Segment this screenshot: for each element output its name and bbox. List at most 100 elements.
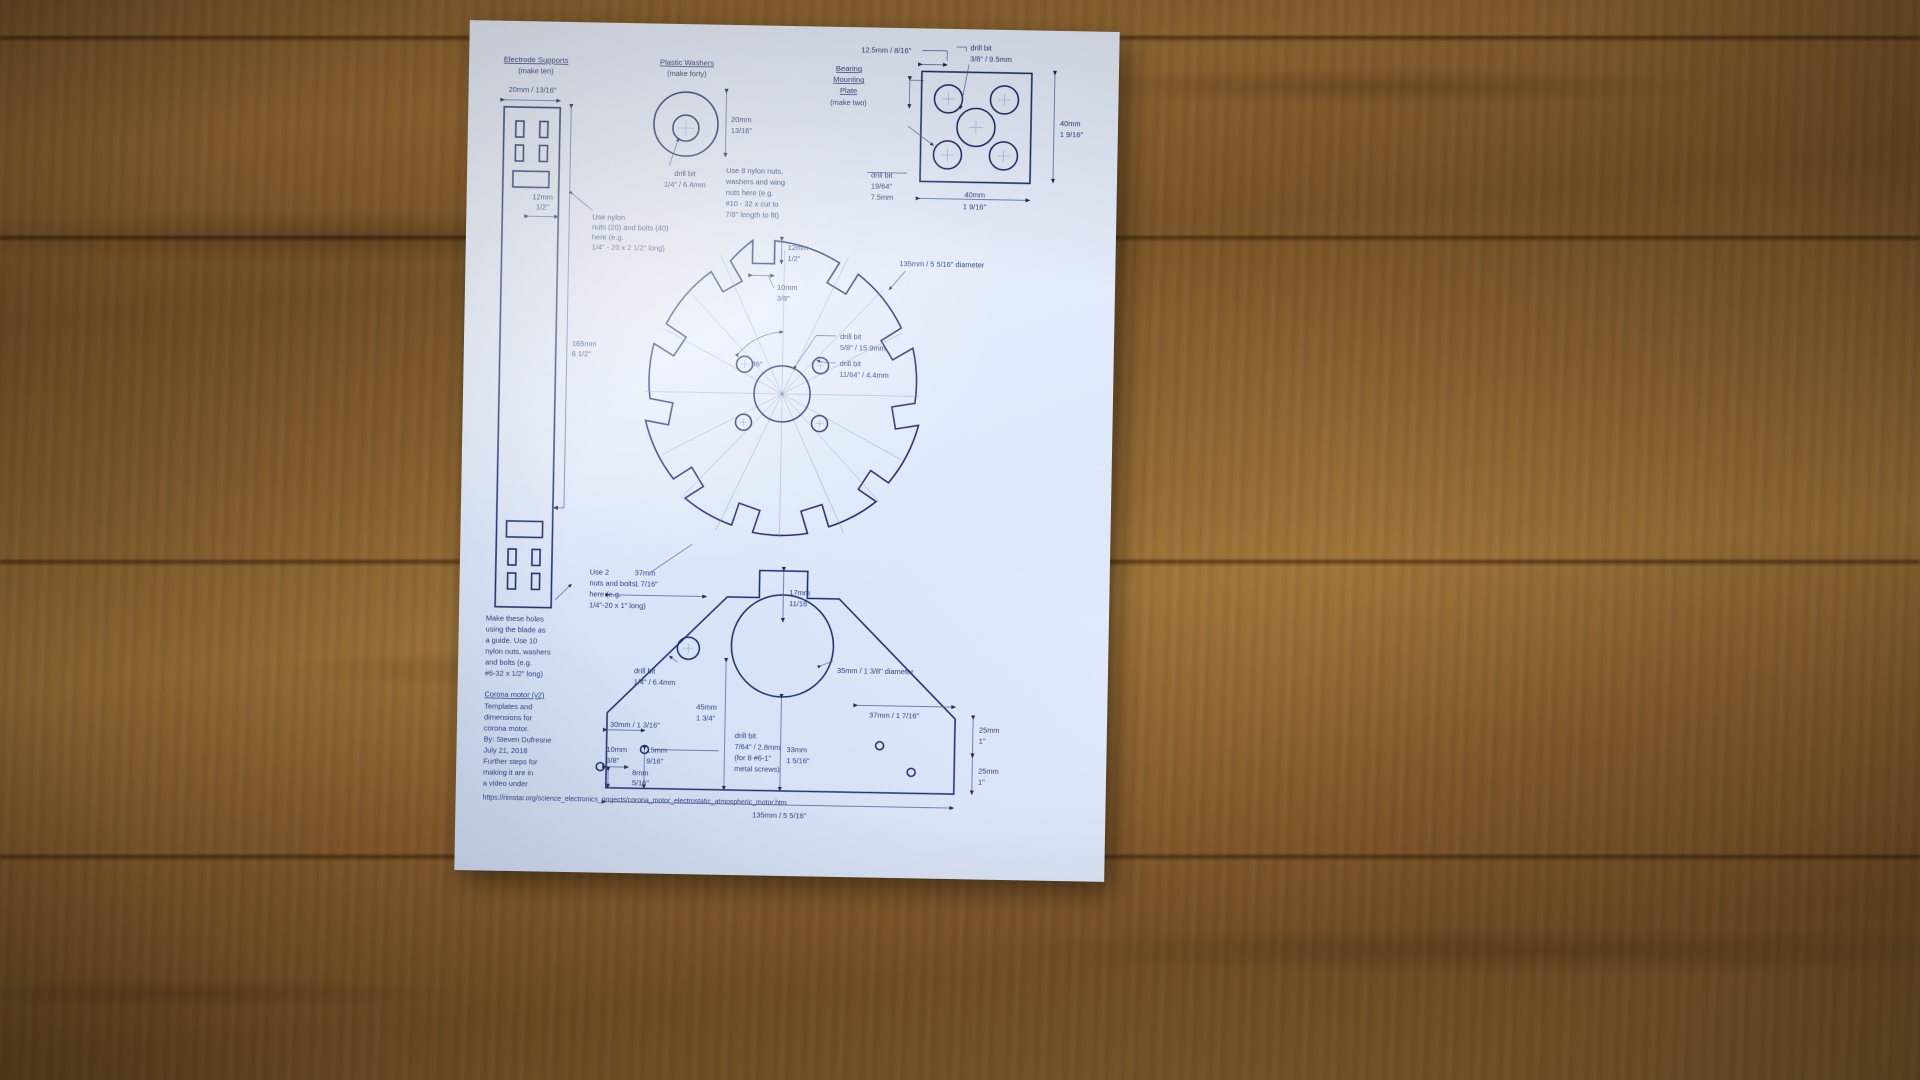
leader-line xyxy=(651,544,693,572)
note-two-bolts-l3: here (e.g. xyxy=(589,589,621,599)
note-blade-l5: and bolts (e.g. xyxy=(485,658,532,668)
dimension-line-washer xyxy=(723,88,729,158)
base-10mm-a: 10mm xyxy=(606,745,627,754)
slot-hole xyxy=(530,572,541,591)
base-37-left-in: 1 7/16" xyxy=(634,579,658,588)
base-width: 135mm / 5 5/16" xyxy=(752,810,807,820)
plate-corner-drill-b: 7.5mm xyxy=(871,192,894,201)
slot-hole xyxy=(506,572,517,590)
hub-drill-size: 5/8" / 15.9mm xyxy=(840,343,886,353)
center-mark xyxy=(683,643,694,654)
plate-center-drill-size: 3/8" / 9.5mm xyxy=(970,54,1012,64)
dimension-line-plate-h xyxy=(1050,70,1058,184)
base-25-bot-mm: 25mm xyxy=(978,767,999,776)
electrode-width-dim: 20mm / 13/16" xyxy=(509,85,557,95)
rotor-angle: 36° xyxy=(752,359,763,368)
slot-dim-in: 1/2" xyxy=(536,202,549,211)
plate-height-mm: 40mm xyxy=(1060,119,1081,128)
doc-url[interactable]: https://rimstar.org/science_electronics_… xyxy=(483,794,787,807)
hub-drill-label: drill bit xyxy=(840,332,862,341)
leader-line xyxy=(816,359,826,364)
note-blade-l2: using the blade as xyxy=(486,625,546,635)
screw-hole xyxy=(906,767,916,778)
base-25-top-in: 1" xyxy=(979,737,986,746)
plate-edge-dim: 12.5mm / 8/16" xyxy=(861,45,911,55)
doc-author: By: Steven Dufresne xyxy=(484,734,552,744)
small-drill-label: drill bit xyxy=(840,359,862,368)
screw-drill-l4: metal screws) xyxy=(734,764,780,774)
plate-corner-drill-label: drill bit xyxy=(871,170,893,179)
plate-corner-drill-a: 19/64" xyxy=(871,181,893,190)
note-wing-l3: nuts here (e.g. xyxy=(726,188,774,198)
washer-dim-mm: 20mm xyxy=(731,115,752,124)
base-33-mm: 33mm xyxy=(786,745,807,754)
leader-line xyxy=(817,660,834,669)
notch-width-in: 3/8" xyxy=(777,294,790,303)
washer-drill-label: drill bit xyxy=(674,169,696,178)
slot-hole xyxy=(538,144,549,163)
leader-line xyxy=(555,583,572,601)
leader-line xyxy=(668,655,678,663)
dimension-line-30mm xyxy=(602,727,646,733)
base-25-top-mm: 25mm xyxy=(979,726,1000,735)
doc-desc-1: Templates and xyxy=(484,701,532,711)
base-25-bot-in: 1" xyxy=(978,778,985,787)
leader-line xyxy=(959,64,970,110)
dimension-line-37-left xyxy=(605,592,708,599)
wing-nut-note-group: Use 8 nylon nuts, washers and wing nuts … xyxy=(725,166,785,220)
dimension-line-25mm-bottom xyxy=(969,753,975,796)
plate-center-drill-label: drill bit xyxy=(970,43,992,52)
notch-depth-mm: 12mm xyxy=(788,243,809,252)
dimension-line-width xyxy=(500,97,562,103)
dimension-line-length xyxy=(563,103,574,508)
paper-sheet: Electrode Supports (make ten) 20mm / 13/… xyxy=(454,20,1120,882)
rotor-diameter: 135mm / 5 5/16" diameter xyxy=(899,259,984,270)
base-33-in: 1 5/16" xyxy=(786,756,810,765)
screw-hole xyxy=(595,761,605,772)
note-blade-l4: nylon nuts, washers xyxy=(485,647,551,657)
doc-desc-8: a video under xyxy=(483,778,528,788)
leader-line xyxy=(767,275,775,288)
small-drill-size: 11/64" / 4.4mm xyxy=(839,370,888,380)
notch-width-mm: 10mm xyxy=(777,283,798,292)
doc-desc-6: Further steps for xyxy=(483,756,538,766)
plate-width-mm: 40mm xyxy=(964,190,985,199)
dimension-line-45mm xyxy=(721,657,729,791)
electrode-strip-outline xyxy=(494,105,562,609)
rotor-disc-group: 12mm 1/2" 10mm 3/8" 135mm / 5 5/16" diam… xyxy=(589,236,985,610)
base-37-left-mm: 37mm xyxy=(635,568,656,577)
screw-drill-l2: 7/64" / 2.8mm xyxy=(734,742,780,752)
electrode-supports-title: Electrode Supports xyxy=(504,55,569,65)
note-nylon-l2: nuts (20) and bolts (40) xyxy=(592,222,669,232)
base-8mm-b: 5/16" xyxy=(632,778,650,787)
note-blade-l6: #6-32 x 1/2" long) xyxy=(485,669,543,679)
slot-dim-mm: 12mm xyxy=(532,192,553,201)
plate-title-1: Bearing xyxy=(836,64,862,73)
plate-height-in: 1 9/16" xyxy=(1060,130,1084,139)
note-wing-l2: washers and wing xyxy=(725,177,785,187)
center-marks xyxy=(941,92,1011,162)
base-15mm-b: 9/16" xyxy=(646,756,664,765)
note-nylon-l4: 1/4" - 20 x 2 1/2" long) xyxy=(592,242,665,252)
dimension-line-17mm xyxy=(780,566,786,623)
screw-drill-l3: (for 8 #6-1" xyxy=(734,753,771,763)
slot-hole xyxy=(507,548,517,566)
screw-hole xyxy=(874,740,885,751)
doc-date: July 21, 2018 xyxy=(483,745,527,755)
dimension-line-37-right xyxy=(853,703,957,710)
plate-title-3: Plate xyxy=(840,86,857,95)
base-17-in: 11/16" xyxy=(789,599,810,608)
technical-drawing: Electrode Supports (make ten) 20mm / 13/… xyxy=(483,43,1084,820)
doc-desc-3: corona motor. xyxy=(484,723,529,733)
washer-dim-in: 13/16" xyxy=(731,126,753,135)
screw-drill-l1: drill bit xyxy=(735,731,757,740)
note-two-bolts-l1: Use 2 xyxy=(590,567,609,576)
notch-depth-in: 1/2" xyxy=(787,254,800,263)
angle-arc xyxy=(734,330,784,358)
note-nylon-l3: here (e.g. xyxy=(592,232,624,242)
leader-line xyxy=(888,270,906,291)
note-blade-l1: Make these holes xyxy=(486,614,544,624)
blade-slot xyxy=(505,520,544,539)
note-nylon-l1: Use nylon xyxy=(592,212,625,222)
